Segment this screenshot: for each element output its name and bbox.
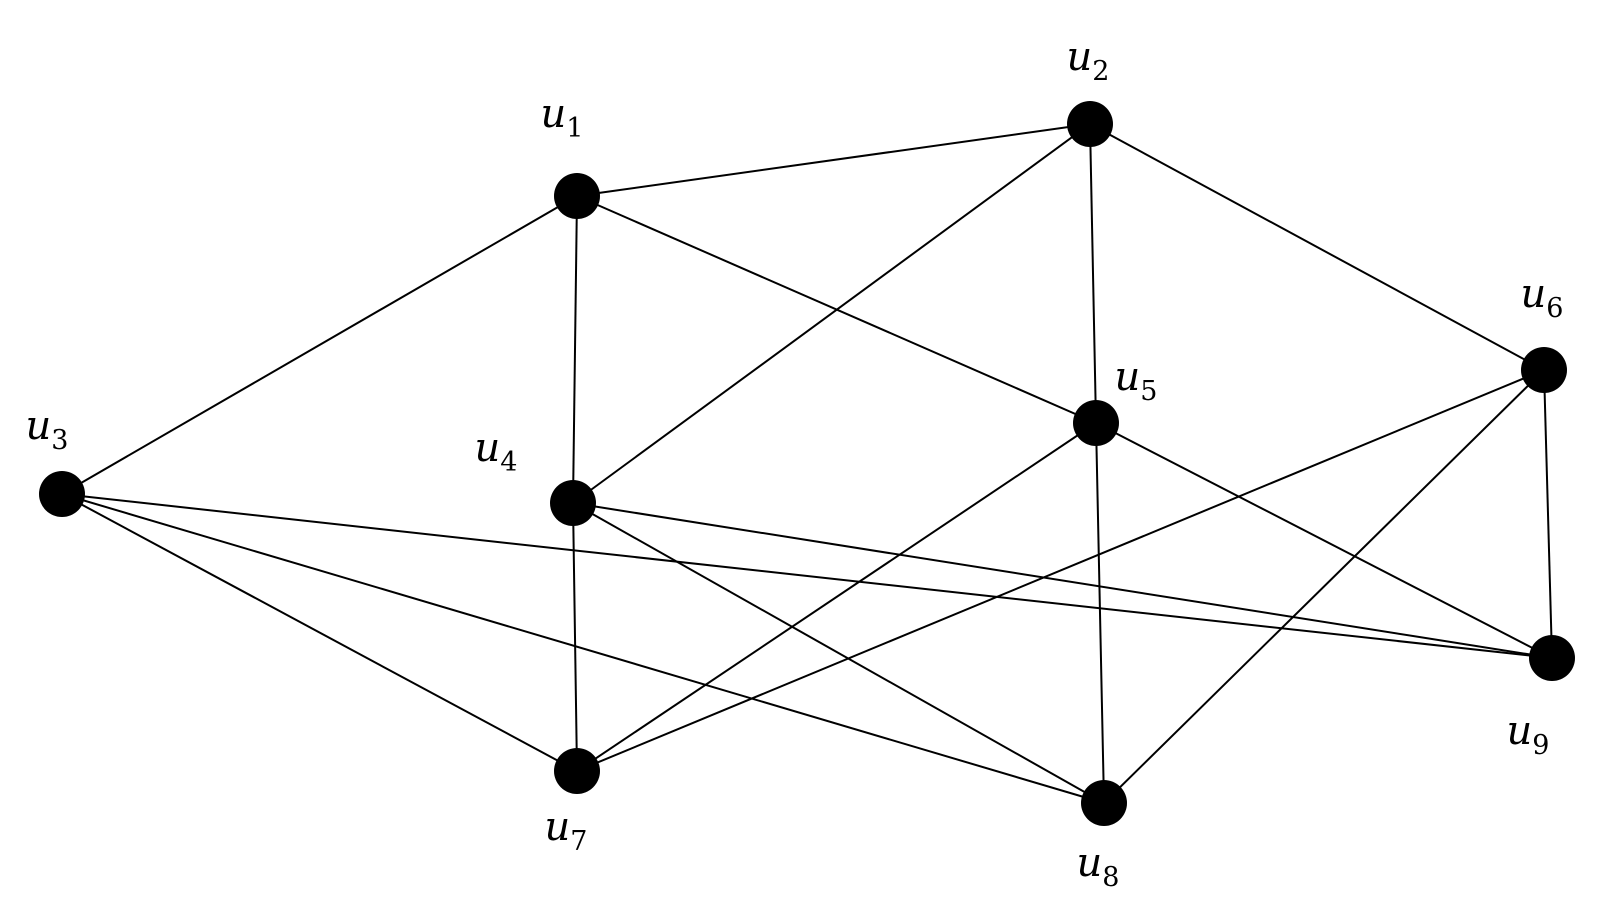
node-label-u7: u7 (545, 804, 588, 857)
edge-u5-u8 (1095, 422, 1105, 804)
edge-u6-u9 (1543, 369, 1553, 659)
node-label-u3: u3 (26, 403, 69, 456)
node-u2 (1067, 101, 1113, 147)
edge-u3-u8 (61, 493, 1105, 804)
node-label-u4: u4 (475, 425, 518, 478)
node-label-main: u (1077, 840, 1103, 886)
edge-u4-u8 (572, 502, 1105, 804)
node-u5 (1073, 400, 1119, 446)
edge-u4-u9 (572, 502, 1553, 659)
edge-u5-u7 (576, 422, 1097, 772)
edge-u2-u4 (572, 123, 1091, 504)
edge-u2-u5 (1089, 123, 1097, 424)
node-label-u5: u5 (1115, 354, 1158, 407)
node-label-main: u (475, 425, 501, 471)
edge-u5-u9 (1095, 422, 1553, 659)
edge-u2-u6 (1089, 123, 1545, 371)
edge-group (61, 123, 1553, 804)
node-u7 (554, 748, 600, 794)
node-label-main: u (26, 403, 52, 449)
node-label-subscript: 4 (500, 447, 517, 478)
node-label-subscript: 8 (1102, 862, 1119, 893)
node-label-subscript: 6 (1546, 293, 1563, 324)
node-label-u1: u1 (541, 91, 584, 144)
node-label-u6: u6 (1521, 271, 1564, 324)
node-u6 (1521, 347, 1567, 393)
node-label-subscript: 5 (1140, 376, 1157, 407)
node-group (39, 101, 1575, 826)
edge-u3-u7 (61, 493, 578, 772)
node-label-u8: u8 (1077, 840, 1120, 893)
edge-u6-u7 (576, 369, 1545, 772)
node-label-subscript: 3 (51, 425, 68, 456)
node-label-main: u (1521, 271, 1547, 317)
node-u1 (554, 173, 600, 219)
node-label-main: u (545, 804, 571, 850)
node-label-subscript: 1 (566, 113, 583, 144)
node-u3 (39, 471, 85, 517)
node-label-u9: u9 (1507, 708, 1550, 761)
edge-u3-u9 (61, 493, 1553, 659)
edge-u6-u8 (1103, 369, 1545, 804)
edge-u1-u4 (572, 195, 578, 504)
node-u8 (1081, 780, 1127, 826)
node-label-main: u (1115, 354, 1141, 400)
node-label-main: u (1067, 34, 1093, 80)
node-label-main: u (541, 91, 567, 137)
edge-u1-u3 (61, 195, 578, 495)
edge-u1-u2 (576, 123, 1091, 197)
node-label-main: u (1507, 708, 1533, 754)
node-label-subscript: 2 (1092, 56, 1109, 87)
node-label-subscript: 7 (570, 826, 587, 857)
node-label-subscript: 9 (1532, 730, 1549, 761)
node-label-u2: u2 (1067, 34, 1110, 87)
edge-u4-u7 (572, 502, 578, 772)
node-u9 (1529, 635, 1575, 681)
node-u4 (550, 480, 596, 526)
